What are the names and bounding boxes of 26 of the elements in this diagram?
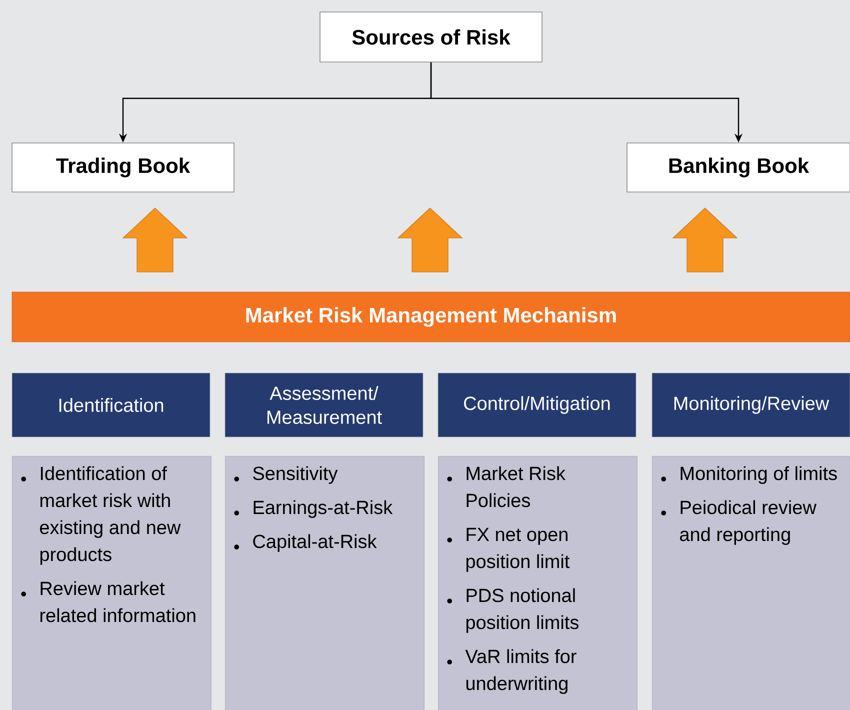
list-panel xyxy=(225,456,424,710)
bullet-item: FX net open position limit xyxy=(447,528,570,572)
category-header: Monitoring/Review xyxy=(652,372,850,438)
list-panel xyxy=(12,456,212,710)
bullet-item: Earnings-at-Risk xyxy=(234,500,393,518)
bullet-item: PDS notional position limits xyxy=(447,588,579,633)
bullet-item: Monitoring of limits xyxy=(661,466,837,484)
category-header: Identification xyxy=(12,372,210,438)
block-arrow xyxy=(397,208,463,272)
block-arrow xyxy=(672,208,738,272)
list-panel xyxy=(438,456,638,710)
bullet-item: Market Risk Policies xyxy=(447,466,566,508)
list-panel xyxy=(652,456,850,710)
bullet-item: Identification of market risk with existing and new products xyxy=(21,466,181,565)
block-arrow xyxy=(122,208,188,272)
category-header: Control/Mitigation xyxy=(438,372,636,438)
mechanism-band: Market Risk Management Mechanism xyxy=(12,292,850,342)
title-box: Sources of Risk xyxy=(320,12,542,62)
bullet-item: Capital-at-Risk xyxy=(234,534,377,552)
bullet-item: VaR limits for underwriting xyxy=(447,649,576,694)
bullet-item: Peiodical review and reporting xyxy=(661,500,816,545)
title-box: Trading Book xyxy=(12,142,234,192)
bullet-item: Review market related information xyxy=(21,581,196,622)
bullet-item: Sensitivity xyxy=(234,466,338,484)
category-header: Assessment/ Measurement xyxy=(224,372,424,438)
title-box: Banking Book xyxy=(626,142,850,192)
